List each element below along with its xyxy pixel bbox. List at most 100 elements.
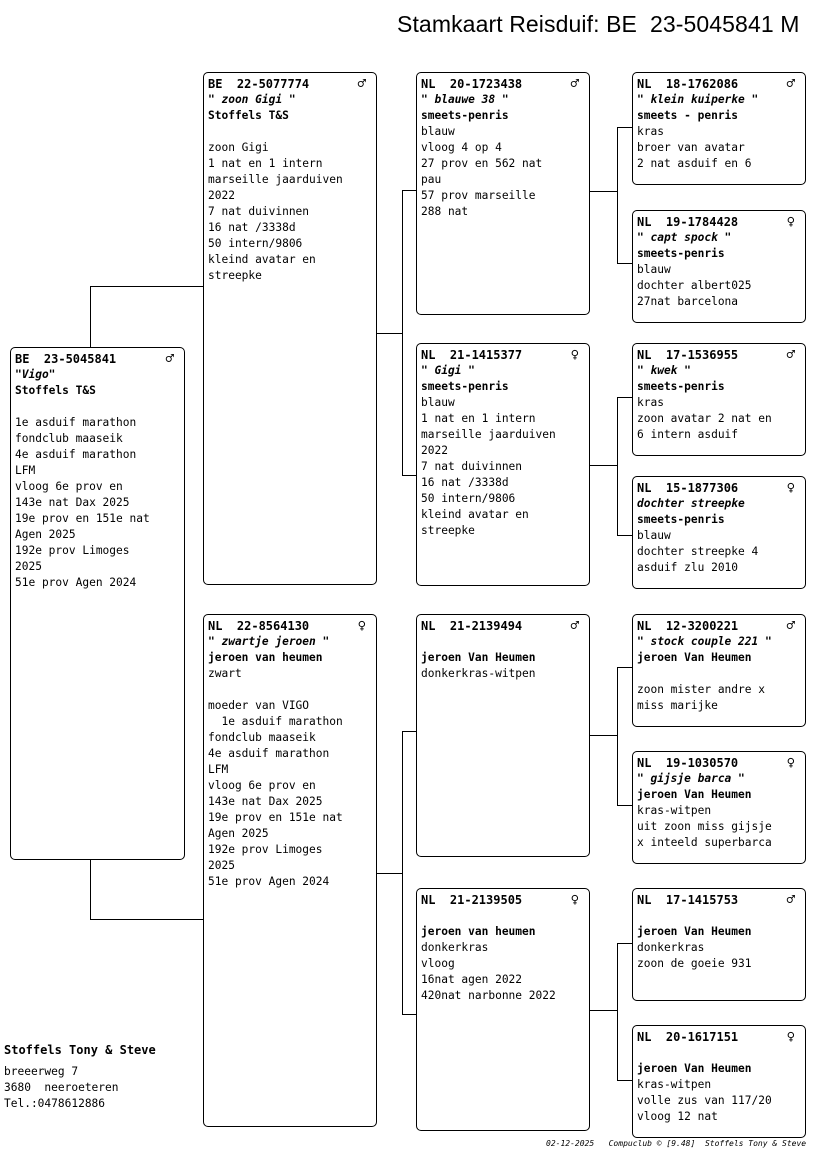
pigeon-info-line: miss marijke	[637, 699, 718, 712]
pigeon-name: " stock couple 221 "	[637, 635, 772, 648]
pigeon-info-line: donkerkras	[421, 941, 489, 954]
pigeon-info-line: zoon mister andre x	[637, 683, 765, 696]
connector-line	[402, 731, 417, 732]
connector-line	[617, 397, 632, 398]
pigeon-card-mfm[interactable]: NL 19-1030570♀" gijsje barca "jeroen Van…	[632, 751, 806, 864]
ring-number-text: NL 21-1415377	[421, 348, 523, 362]
pigeon-info-line: 2025	[15, 560, 42, 573]
connector-line	[402, 1014, 417, 1015]
owner-name: Stoffels Tony & Steve	[4, 1043, 156, 1057]
pigeon-info-line: 2 nat asduif en 6	[637, 157, 752, 170]
pigeon-info-line: 51e prov Agen 2024	[208, 875, 330, 888]
connector-line	[402, 731, 403, 1014]
pigeon-info-line: 6 intern asduif	[637, 428, 739, 441]
ring-number-text: NL 22-8564130	[208, 619, 310, 633]
pigeon-info-line	[208, 124, 372, 140]
male-symbol-icon: ♂	[786, 76, 795, 92]
ring-number: NL 21-2139494♂	[421, 618, 585, 634]
ring-number-text: NL 17-1536955	[637, 348, 739, 362]
pigeon-info-line: 2025	[208, 859, 235, 872]
ring-number-text: NL 20-1723438	[421, 77, 523, 91]
pigeon-info-line: dochter streepke 4	[637, 545, 759, 558]
pigeon-info-line: fondclub maaseik	[208, 731, 316, 744]
pigeon-info-line: donkerkras-witpen	[421, 667, 536, 680]
pigeon-info-line: 57 prov marseille	[421, 189, 536, 202]
ring-number-text: NL 18-1762086	[637, 77, 739, 91]
ring-number: NL 19-1030570♀	[637, 755, 801, 771]
ring-number: NL 15-1877306♀	[637, 480, 801, 496]
pigeon-info-line: 27nat barcelona	[637, 295, 739, 308]
connector-line	[402, 475, 417, 476]
ring-number: BE 23-5045841♂	[15, 351, 180, 367]
pigeon-info-line: dochter albert025	[637, 279, 752, 292]
connector-line	[90, 286, 204, 287]
pigeon-card-father-father[interactable]: NL 20-1723438♂" blauwe 38 "smeets-penris…	[416, 72, 590, 315]
ring-number-text: NL 19-1784428	[637, 215, 739, 229]
breeder-name: jeroen Van Heumen	[637, 925, 752, 938]
pigeon-card-mother-mother[interactable]: NL 21-2139505♀ jeroen van heumen donkerkra…	[416, 888, 590, 1131]
pigeon-info-line: zoon Gigi	[208, 141, 269, 154]
pigeon-info-line: fondclub maaseik	[15, 432, 123, 445]
breeder-name: smeets - penris	[637, 109, 739, 122]
female-symbol-icon: ♀	[786, 480, 795, 496]
connector-line	[617, 667, 632, 668]
connector-line	[589, 465, 617, 466]
connector-line	[589, 191, 617, 192]
connector-line	[617, 263, 632, 264]
breeder-name: smeets-penris	[637, 380, 725, 393]
connector-line	[90, 919, 204, 920]
pigeon-name: " klein kuiperke "	[637, 93, 759, 106]
pigeon-info-line: uit zoon miss gijsje	[637, 820, 772, 833]
ring-number: NL 20-1617151♀	[637, 1029, 801, 1045]
pigeon-info-line: asduif zlu 2010	[637, 561, 739, 574]
breeder-name: Stoffels T&S	[208, 109, 289, 122]
pigeon-info-line: blauw	[421, 396, 455, 409]
connector-line	[617, 667, 618, 805]
connector-line	[376, 333, 402, 334]
male-symbol-icon: ♂	[786, 618, 795, 634]
page-title: Stamkaart Reisduif: BE 23-5045841 M	[397, 11, 800, 37]
pigeon-info-line: Agen 2025	[15, 528, 76, 541]
pigeon-info-line: 27 prov en 562 nat	[421, 157, 543, 170]
female-symbol-icon: ♀	[786, 755, 795, 771]
pigeon-info-line: 16 nat /3338d	[421, 476, 509, 489]
pigeon-info-line: blauw	[637, 529, 671, 542]
pigeon-info-line: 1e asduif marathon	[15, 416, 137, 429]
breeder-name: jeroen Van Heumen	[637, 1062, 752, 1075]
ring-number: NL 22-8564130♀	[208, 618, 372, 634]
pigeon-name: " zoon Gigi "	[208, 93, 296, 106]
pigeon-card-fff[interactable]: NL 18-1762086 ♂ " klein kuiperke " smeets -…	[632, 72, 806, 185]
pigeon-name	[421, 634, 585, 650]
pigeon-card-ffm[interactable]: NL 19-1784428♀" capt spock "smeets-penri…	[632, 210, 806, 323]
connector-line	[617, 535, 632, 536]
ring-number: NL 21-2139505♀	[421, 892, 585, 908]
pigeon-card-mother[interactable]: NL 22-8564130♀" zwartje jeroen "jeroen v…	[203, 614, 377, 1127]
connector-line	[617, 943, 632, 944]
pigeon-info-line: vloog 6e prov en	[15, 480, 123, 493]
pigeon-info-line	[208, 682, 372, 698]
male-symbol-icon: ♂	[786, 347, 795, 363]
pigeon-card-mff[interactable]: NL 12-3200221♂" stock couple 221 "jeroen…	[632, 614, 806, 727]
breeder-name: jeroen van heumen	[421, 925, 536, 938]
connector-line	[90, 286, 91, 348]
ring-number-text: NL 21-2139505	[421, 893, 523, 907]
pigeon-info-line: 4e asduif marathon	[208, 747, 330, 760]
male-symbol-icon: ♂	[165, 351, 174, 367]
pigeon-info-line: vloog	[421, 957, 455, 970]
pigeon-info-line: kleind avatar en	[208, 253, 316, 266]
ring-number: NL 21-1415377♀	[421, 347, 585, 363]
pigeon-name	[637, 1045, 801, 1061]
pigeon-info-line: 420nat narbonne 2022	[421, 989, 556, 1002]
pigeon-info-line: 50 intern/9806	[208, 237, 303, 250]
connector-line	[376, 873, 402, 874]
ring-number-text: NL 17-1415753	[637, 893, 739, 907]
pigeon-info-line: 16 nat /3338d	[208, 221, 296, 234]
